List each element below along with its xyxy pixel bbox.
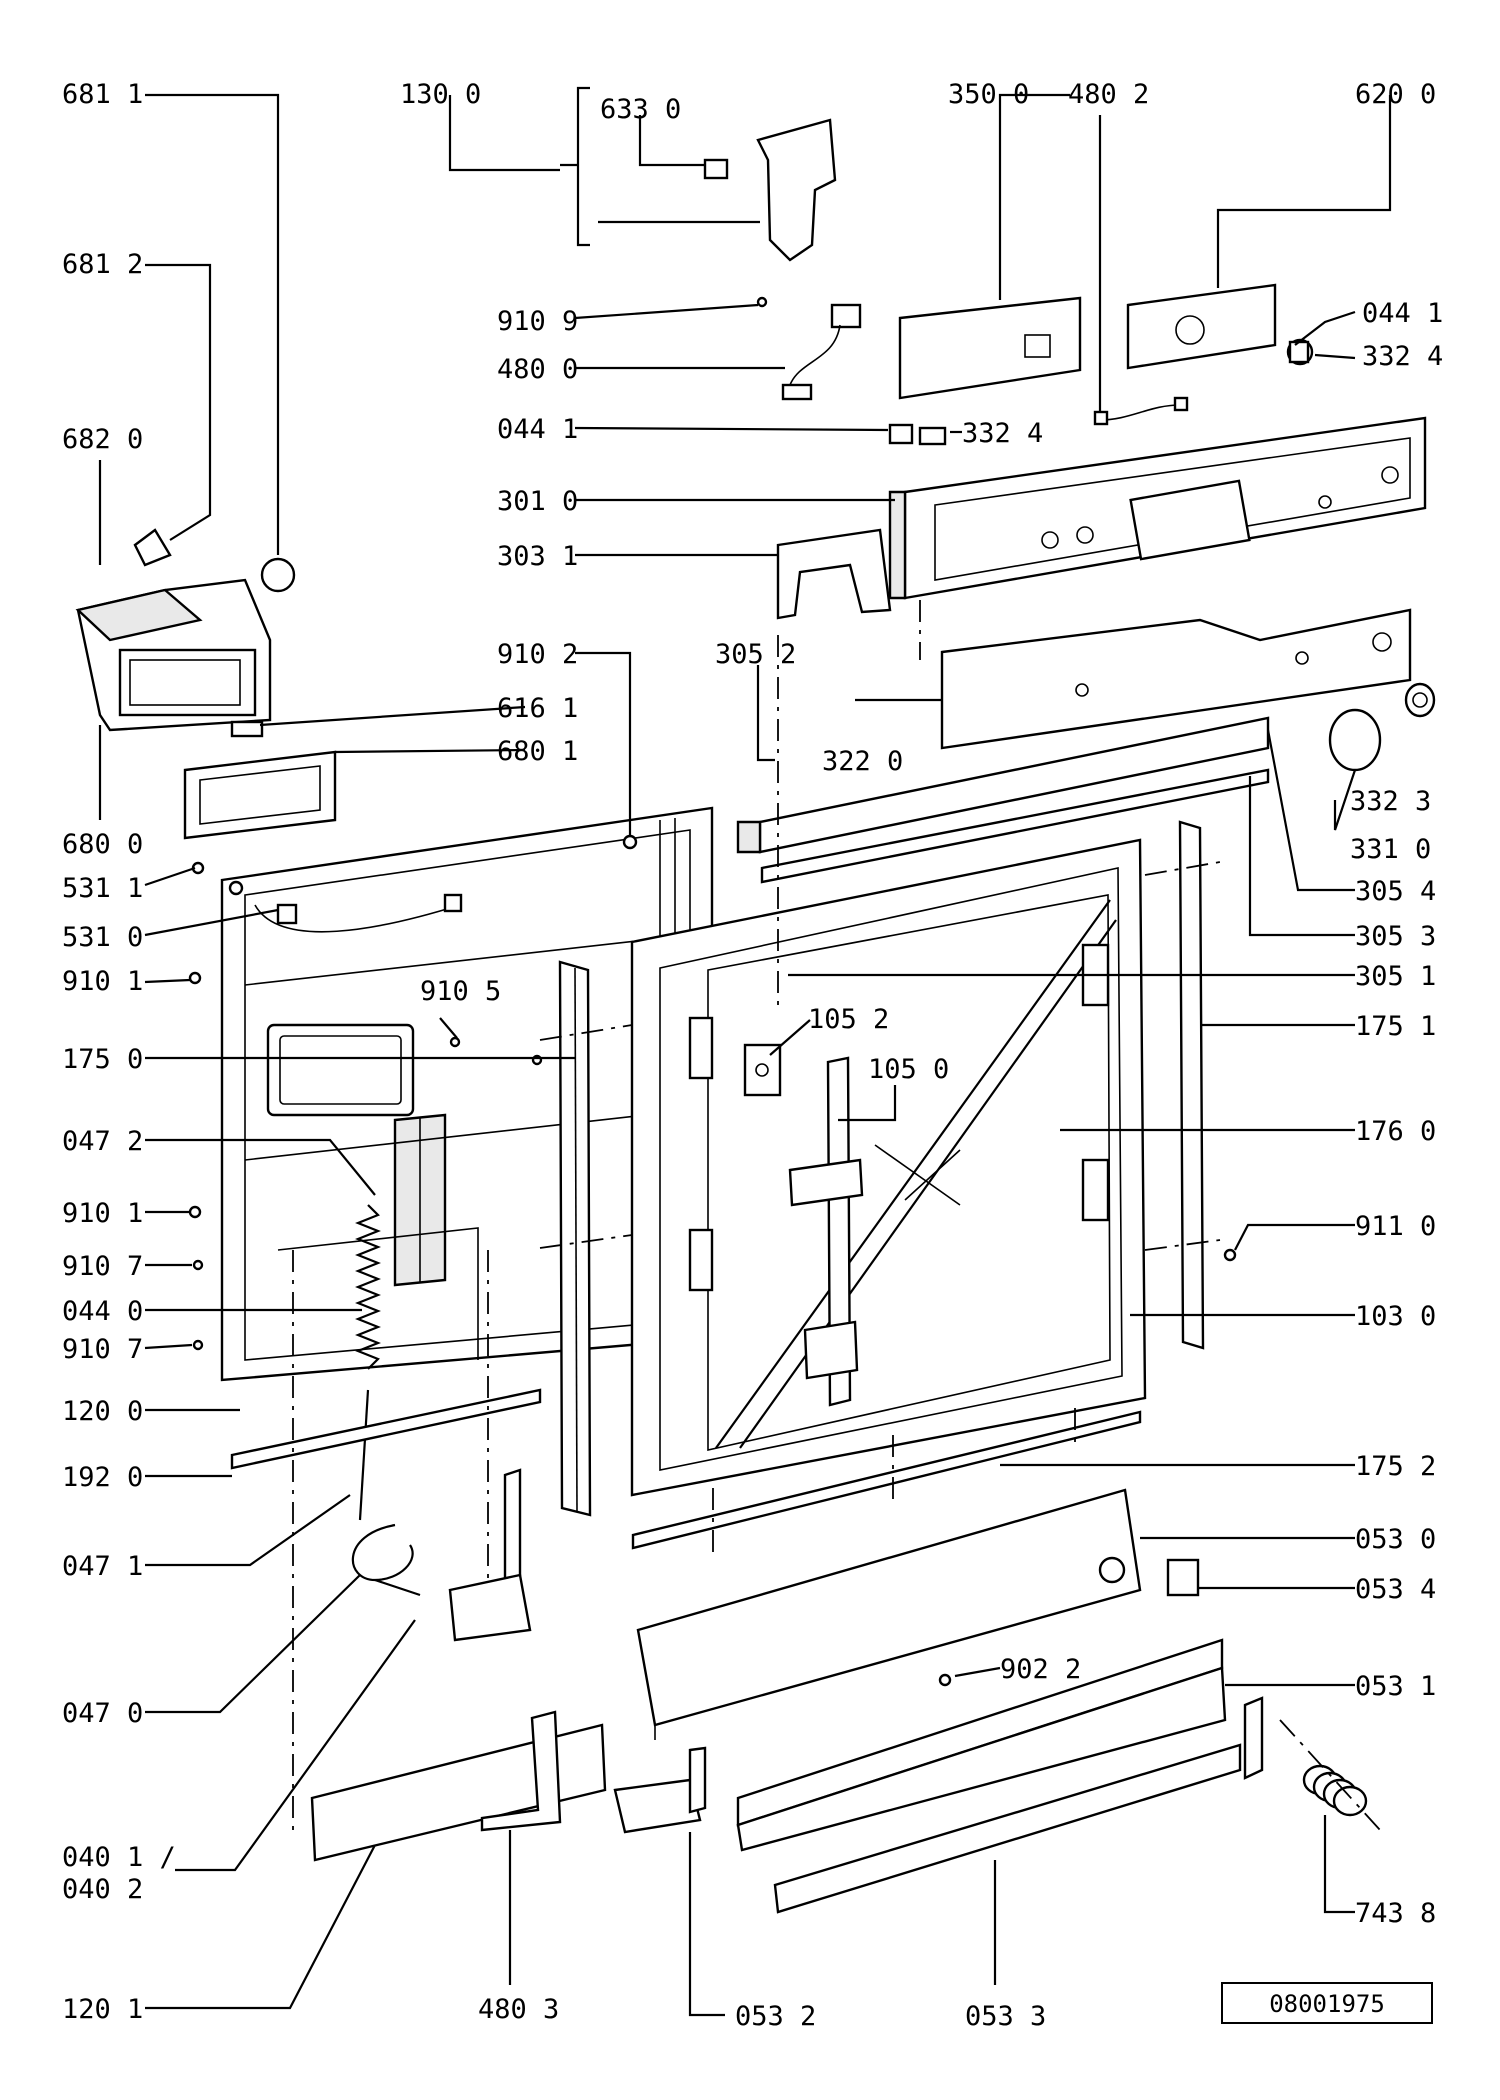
detergent-dispenser-part [75, 528, 296, 732]
part-label: 910 2 [497, 639, 578, 670]
part-label: 047 1 [62, 1551, 143, 1582]
part-label: 053 1 [1355, 1671, 1436, 1702]
programmer-part [1126, 283, 1277, 370]
fascia-plate-part [940, 608, 1412, 750]
part-label: 044 1 [497, 414, 578, 445]
part-label: 103 0 [1355, 1301, 1436, 1332]
part-label: 531 1 [62, 873, 143, 904]
part-label: 303 1 [497, 541, 578, 572]
part-label: 105 0 [868, 1054, 949, 1085]
part-label: 332 4 [962, 418, 1043, 449]
bottom-strip-part [631, 1410, 1142, 1550]
part-label: 910 5 [420, 976, 501, 1007]
part-label: 175 2 [1355, 1451, 1436, 1482]
side-strip-left-part [558, 960, 592, 1517]
part-label: 105 2 [808, 1004, 889, 1035]
part-label: 047 0 [62, 1698, 143, 1729]
part-label: 332 3 [1350, 786, 1431, 817]
hose-part [254, 893, 463, 933]
part-label: 681 1 [62, 79, 143, 110]
part-labels: 681 1 681 2 682 0 680 0 531 1 531 0 910 … [62, 79, 1443, 2032]
part-label: 531 0 [62, 922, 143, 953]
part-label: 480 2 [1068, 79, 1149, 110]
part-label: 120 1 [62, 1994, 143, 2025]
wire-harness-part [781, 303, 862, 401]
clip-part [230, 720, 264, 738]
bracket-small-part [743, 1043, 782, 1097]
part-label: 047 2 [62, 1126, 143, 1157]
electronic-board-part [898, 296, 1082, 400]
part-label: 305 3 [1355, 921, 1436, 952]
part-label: 120 0 [62, 1396, 143, 1427]
foot-part [480, 1710, 562, 1832]
lower-bracket-part [448, 1468, 532, 1642]
drawing-reference-box: 08001975 [1221, 1982, 1433, 2024]
pad-part [1166, 1558, 1200, 1597]
part-label: 681 2 [62, 249, 143, 280]
gasket-part [183, 750, 337, 840]
outer-door-panel-part [630, 838, 1147, 1497]
coil-spring-part [1302, 1764, 1368, 1817]
hinge-bracket-part [788, 1056, 864, 1407]
kick-plate-lower-part [736, 1638, 1227, 1852]
part-label: 910 1 [62, 966, 143, 997]
part-label: 305 2 [715, 639, 796, 670]
part-label: 176 0 [1355, 1116, 1436, 1147]
part-label: 044 0 [62, 1296, 143, 1327]
rail-part [230, 1388, 542, 1470]
part-label: 633 0 [600, 94, 681, 125]
part-label: 044 1 [1362, 298, 1443, 329]
knob-part [1328, 682, 1436, 772]
part-label: 130 0 [400, 79, 481, 110]
cable-part [1093, 396, 1189, 426]
kick-plate-bottom-part [773, 1696, 1264, 1914]
hinge-arm-part [351, 1523, 421, 1597]
part-label: 480 3 [478, 1994, 559, 2025]
part-label: 480 0 [497, 354, 578, 385]
part-label: 053 0 [1355, 1524, 1436, 1555]
part-label: 331 0 [1350, 834, 1431, 865]
part-label: 680 0 [62, 829, 143, 860]
corner-bracket-part [613, 1746, 707, 1834]
door-spring-part [355, 1204, 381, 1521]
part-label: 322 0 [822, 746, 903, 777]
part-label: 040 2 [62, 1874, 143, 1905]
part-label: 616 1 [497, 693, 578, 724]
part-label: 350 0 [948, 79, 1029, 110]
part-label: 910 1 [62, 1198, 143, 1229]
alignment-lines [292, 600, 1381, 1831]
part-label: 332 4 [1362, 341, 1443, 372]
door-lock-part [703, 118, 837, 262]
part-label: 305 4 [1355, 876, 1436, 907]
part-label: 682 0 [62, 424, 143, 455]
part-label: 910 7 [62, 1251, 143, 1282]
part-label: 743 8 [1355, 1898, 1436, 1929]
panel-support-part [776, 528, 892, 620]
part-label: 902 2 [1000, 1654, 1081, 1685]
lamp-part [888, 338, 1314, 446]
part-label: 910 9 [497, 306, 578, 337]
part-label: 192 0 [62, 1462, 143, 1493]
part-label: 053 3 [965, 2001, 1046, 2032]
part-label: 175 1 [1355, 1011, 1436, 1042]
part-label: 053 4 [1355, 1574, 1436, 1605]
part-label: 910 7 [62, 1334, 143, 1365]
side-strip-right-part [1178, 820, 1205, 1350]
part-label: 680 1 [497, 736, 578, 767]
part-label: 175 0 [62, 1044, 143, 1075]
part-label: 620 0 [1355, 79, 1436, 110]
part-label: 305 1 [1355, 961, 1436, 992]
part-label: 911 0 [1355, 1211, 1436, 1242]
plinth-part [310, 1723, 607, 1862]
leader-lines [98, 86, 1392, 2017]
part-label: 053 2 [735, 2001, 816, 2032]
kick-plate-upper-part [636, 1488, 1142, 1740]
part-label: 301 0 [497, 486, 578, 517]
control-panel-part [888, 416, 1427, 600]
drawing-reference-number: 08001975 [1269, 1990, 1385, 2018]
part-label: 040 1 / [62, 1842, 176, 1873]
top-profile-part [736, 716, 1270, 884]
